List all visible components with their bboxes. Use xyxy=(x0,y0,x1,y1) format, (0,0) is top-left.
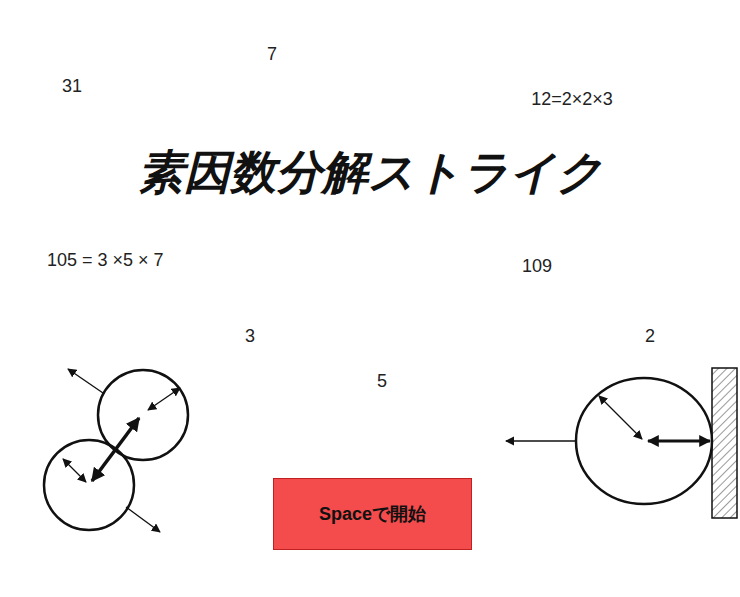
two-balls-collision xyxy=(44,369,188,532)
floating-number: 2 xyxy=(645,326,655,348)
button-label: Spaceで開始 xyxy=(319,502,426,526)
floating-number: 31 xyxy=(62,76,82,98)
floating-number: 7 xyxy=(267,44,277,66)
ball-wall-bounce xyxy=(506,368,737,518)
floating-number: 109 xyxy=(522,256,552,278)
floating-number: 12=2×2×3 xyxy=(531,89,613,111)
start-button: Spaceで開始 xyxy=(273,478,472,550)
game-title: 素因数分解ストライク xyxy=(138,145,603,200)
floating-number: 3 xyxy=(245,326,255,348)
floating-number: 105 = 3 ×5 × 7 xyxy=(47,250,164,272)
floating-number: 5 xyxy=(377,371,387,393)
